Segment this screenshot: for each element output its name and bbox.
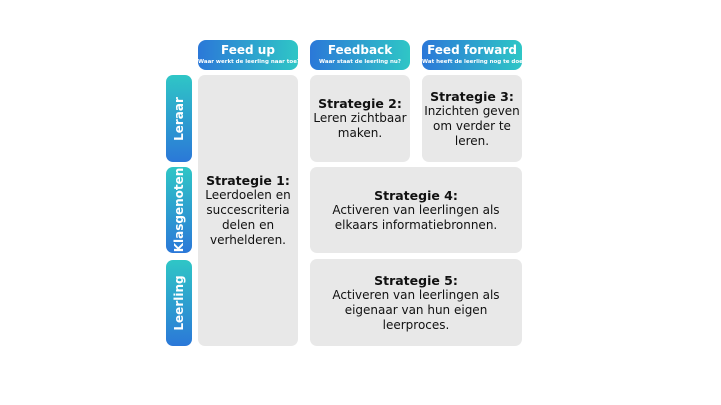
header-title: Feed up	[221, 43, 275, 57]
row-label-klasgenoten: Klasgenoten	[166, 167, 192, 253]
strategy-text: Leren zichtbaar maken.	[313, 111, 407, 140]
strategy-2-cell: Strategie 2:Leren zichtbaar maken.	[310, 75, 410, 162]
strategy-title: Strategie 5:	[374, 272, 458, 288]
row-label-leerling: Leerling	[166, 260, 192, 346]
row-label-text: Klasgenoten	[172, 167, 186, 253]
strategy-5-cell: Strategie 5:Activeren van leerlingen als…	[310, 259, 522, 346]
strategy-title: Strategie 2:	[318, 96, 402, 111]
strategy-title: Strategie 1:	[206, 173, 290, 188]
strategy-text: Activeren van leerlingen als eigenaar va…	[332, 287, 500, 332]
strategy-text: Activeren van leerlingen als elkaars inf…	[332, 202, 500, 232]
header-subtitle: Wat heeft de leerling nog te doen?	[422, 59, 530, 65]
header-feed-up: Feed up Waar werkt de leerling naar toe?	[198, 40, 301, 70]
strategy-title: Strategie 3:	[430, 88, 514, 104]
strategy-4-cell: Strategie 4:Activeren van leerlingen als…	[310, 167, 522, 253]
strategy-text: Leerdoelen en succescriteria delen en ve…	[205, 188, 291, 247]
row-label-text: Leerling	[172, 275, 186, 331]
header-subtitle: Waar staat de leerling nu?	[319, 59, 401, 65]
header-title: Feedback	[327, 43, 393, 57]
strategy-text: Inzichten geven om verder te leren.	[424, 103, 520, 148]
strategy-1-cell: Strategie 1:Leerdoelen en succescriteria…	[198, 75, 298, 346]
strategy-title: Strategie 4:	[374, 187, 458, 203]
header-title: Feed forward	[427, 43, 517, 57]
header-subtitle: Waar werkt de leerling naar toe?	[198, 59, 301, 65]
row-label-text: Leraar	[172, 96, 186, 141]
row-label-leraar: Leraar	[166, 75, 192, 162]
strategy-3-cell: Strategie 3:Inzichten geven om verder te…	[422, 75, 522, 162]
